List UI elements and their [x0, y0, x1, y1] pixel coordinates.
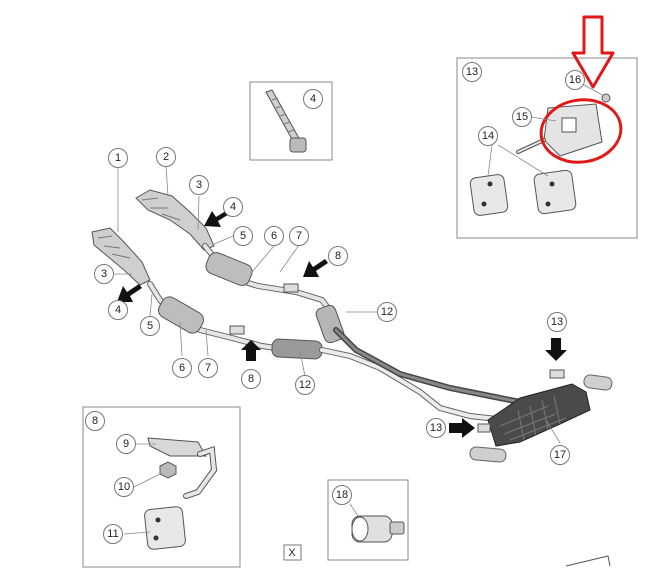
callout-3: 3	[94, 264, 114, 284]
intermediate-pipe-b	[333, 327, 523, 405]
svg-text:7: 7	[205, 362, 211, 374]
svg-text:3: 3	[196, 179, 202, 191]
svg-text:13: 13	[551, 316, 563, 328]
down-arrow-highlight-icon	[571, 15, 615, 89]
bolt-part	[265, 89, 307, 153]
svg-text:18: 18	[336, 489, 348, 501]
callout-3: 3	[189, 175, 209, 195]
callout-9: 9	[116, 434, 136, 454]
svg-text:17: 17	[554, 449, 566, 461]
svg-text:13: 13	[430, 422, 442, 434]
svg-text:8: 8	[248, 373, 254, 385]
catalytic-converter-lower	[158, 296, 204, 334]
callout-14: 14	[478, 126, 498, 146]
leader-lines	[113, 79, 605, 535]
intermediate-pipe-a	[319, 347, 509, 423]
callout-7: 7	[198, 358, 218, 378]
svg-text:8: 8	[335, 250, 341, 262]
svg-text:12: 12	[299, 379, 311, 391]
callout-4: 4	[303, 89, 323, 109]
catalytic-converter-upper	[205, 252, 253, 286]
svg-text:3: 3	[101, 268, 107, 280]
callout-6: 6	[172, 358, 192, 378]
pointer-arrow-icon	[303, 259, 328, 277]
svg-text:7: 7	[296, 230, 302, 242]
callout-5: 5	[233, 226, 253, 246]
svg-text:13: 13	[466, 66, 478, 78]
pointer-arrow-icon	[545, 338, 567, 361]
pipe-bracket-a	[283, 283, 299, 293]
callout-12: 12	[377, 302, 397, 322]
svg-text:4: 4	[115, 304, 121, 316]
callout-18: 18	[332, 485, 352, 505]
clamp-part	[351, 515, 405, 543]
pointer-arrow-icon	[117, 284, 142, 302]
callout-12: 12	[295, 375, 315, 395]
rear-muffler	[469, 374, 613, 463]
callout-13: 13	[462, 62, 482, 82]
svg-text:1: 1	[115, 152, 121, 164]
svg-text:10: 10	[118, 481, 130, 493]
callout-11: 11	[103, 524, 123, 544]
hanger-part	[147, 437, 218, 499]
pipe-bracket-d	[477, 423, 491, 433]
svg-text:11: 11	[107, 528, 118, 540]
callout-1: 1	[108, 148, 128, 168]
callout-2: 2	[156, 147, 176, 167]
callout-17: 17	[550, 445, 570, 465]
svg-text:12: 12	[381, 306, 393, 318]
svg-text:6: 6	[271, 230, 277, 242]
callout-8: 8	[241, 369, 261, 389]
pointer-arrow-icon	[204, 209, 231, 227]
callout-4: 4	[108, 300, 128, 320]
nut-10	[159, 461, 177, 479]
bracket-part	[516, 103, 603, 157]
svg-text:2: 2	[163, 151, 169, 163]
callout-13: 13	[426, 418, 446, 438]
callout-6: 6	[264, 226, 284, 246]
pointer-arrow-icon	[449, 418, 475, 438]
svg-text:16: 16	[569, 74, 581, 86]
callout-8: 8	[328, 246, 348, 266]
svg-text:9: 9	[123, 438, 129, 450]
svg-text:15: 15	[516, 111, 528, 123]
highlight-ellipse	[539, 98, 623, 164]
pointer-arrow-icon	[241, 340, 261, 361]
rubber-mount-11	[144, 506, 186, 550]
callout-15: 15	[512, 107, 532, 127]
svg-text:5: 5	[240, 230, 246, 242]
svg-text:5: 5	[147, 320, 153, 332]
exhaust-manifold-left	[91, 227, 151, 286]
page-corner-fragment	[565, 555, 611, 567]
center-resonator-left	[271, 338, 323, 360]
svg-text:4: 4	[310, 93, 316, 105]
callout-8: 8	[85, 411, 105, 431]
footer-box	[283, 544, 302, 561]
svg-text:4: 4	[230, 201, 236, 213]
callout-5: 5	[140, 316, 160, 336]
svg-text:8: 8	[92, 415, 98, 427]
svg-text:14: 14	[482, 130, 494, 142]
svg-text:6: 6	[179, 362, 185, 374]
pipe-bracket-c	[549, 369, 565, 379]
callout-16: 16	[565, 70, 585, 90]
callout-10: 10	[114, 477, 134, 497]
pipe-bracket-b	[229, 325, 245, 335]
rubber-mount-a	[469, 174, 509, 216]
exhaust-manifold-right	[135, 189, 215, 251]
callout-7: 7	[289, 226, 309, 246]
footer-label: X	[288, 547, 296, 559]
callout-4: 4	[223, 197, 243, 217]
callout-13: 13	[547, 312, 567, 332]
rubber-mount-b	[533, 169, 577, 215]
